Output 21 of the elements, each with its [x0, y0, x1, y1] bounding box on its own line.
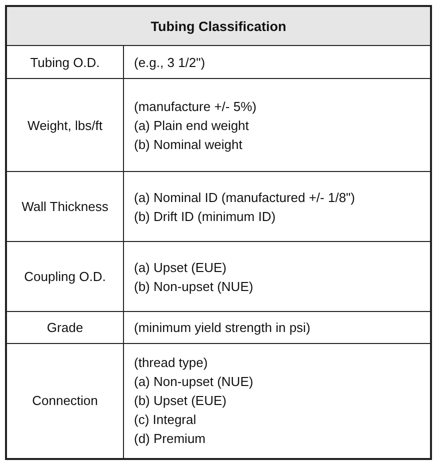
cell-text: (a) Upset (EUE): [134, 258, 228, 276]
row-heading: Weight, lbs/ft: [28, 118, 102, 132]
cell-text: (b) Non-upset (NUE): [134, 278, 254, 296]
cell-text: (c) Integral: [134, 411, 198, 430]
cell-text: (a) Plain end weight: [134, 116, 250, 134]
cell-text: (thread type): [134, 354, 209, 372]
row-heading: Grade: [46, 320, 84, 335]
cell-text: (minimum yield strength in psi): [134, 319, 312, 337]
cell-text: (a) Non-upset (NUE): [134, 373, 254, 392]
cell-text: (manufacture +/- 5%): [134, 98, 258, 116]
cell-text: (b) Drift ID (minimum ID): [134, 208, 277, 226]
row-heading: Wall Thickness: [22, 199, 108, 214]
row-heading: Connection: [32, 393, 98, 408]
cell-text: (e.g., 3 1/2"): [134, 54, 206, 72]
cell-text: (d) Premium: [134, 430, 207, 448]
cell-text: (b) Upset (EUE): [134, 392, 228, 410]
row-heading: Tubing O.D.: [30, 54, 100, 70]
cell-text: (b) Nominal weight: [134, 136, 244, 154]
table-title: Tubing Classification: [150, 18, 286, 34]
cell-text: (a) Nominal ID (manufactured +/- 1/8"): [134, 188, 356, 206]
row-heading: Coupling O.D.: [24, 269, 106, 284]
